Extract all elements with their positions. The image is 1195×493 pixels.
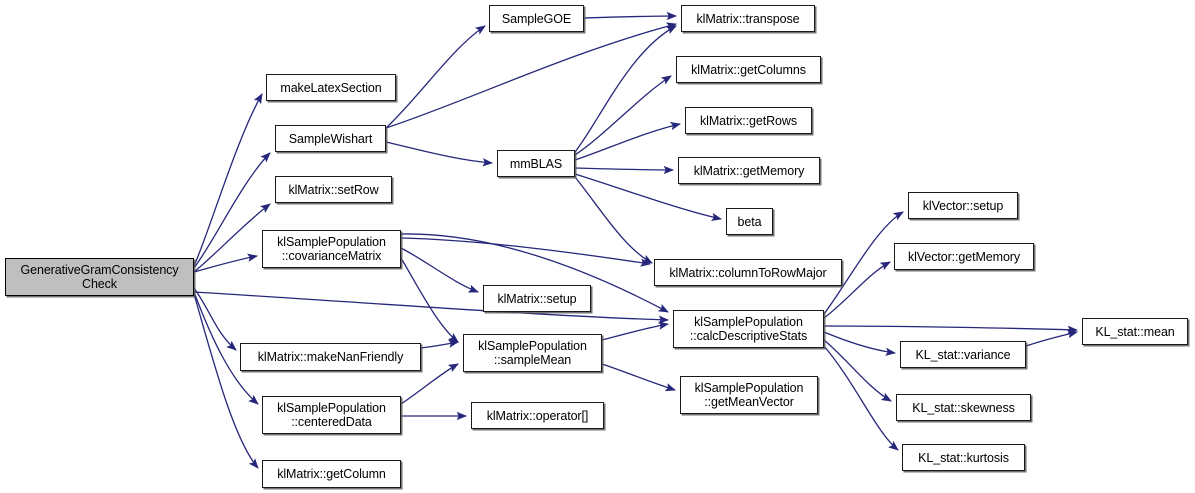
call-edge-calcDescStats-to-kurtosis xyxy=(823,345,899,451)
graph-node-label: klMatrix::setRow xyxy=(288,182,379,197)
graph-node-getMemory[interactable]: klMatrix::getMemory xyxy=(678,157,820,184)
graph-node-skewness[interactable]: KL_stat::skewness xyxy=(896,394,1031,421)
graph-node-label: klSamplePopulation ::covarianceMatrix xyxy=(277,235,386,263)
graph-node-label: klMatrix::operator[] xyxy=(486,408,589,423)
call-edge-mmBLAS-to-columnToRowMajor xyxy=(574,176,653,264)
graph-node-matrixSetup[interactable]: klMatrix::setup xyxy=(483,285,591,312)
graph-node-label: klMatrix::transpose xyxy=(696,11,800,26)
graph-node-beta[interactable]: beta xyxy=(726,208,773,235)
graph-node-label: klSamplePopulation ::centeredData xyxy=(277,401,386,429)
call-edge-sampleMean-to-getMeanVector xyxy=(601,363,676,392)
graph-node-label: mmBLAS xyxy=(509,156,563,171)
graph-node-calcDescStats[interactable]: klSamplePopulation ::calcDescriptiveStat… xyxy=(673,310,824,348)
graph-node-label: klMatrix::getMemory xyxy=(693,163,805,178)
graph-node-sampleMean[interactable]: klSamplePopulation ::sampleMean xyxy=(463,334,602,372)
graph-node-transpose[interactable]: klMatrix::transpose xyxy=(681,5,815,32)
graph-node-getColumns[interactable]: klMatrix::getColumns xyxy=(676,56,821,83)
graph-node-label: klMatrix::getColumns xyxy=(691,62,806,77)
graph-node-label: KL_stat::kurtosis xyxy=(918,450,1009,465)
graph-node-label: makeLatexSection xyxy=(280,80,382,95)
call-edge-makeNanFriendly-to-sampleMean xyxy=(420,339,460,349)
graph-node-getRows[interactable]: klMatrix::getRows xyxy=(685,107,812,134)
graph-node-label: SampleGOE xyxy=(501,11,572,26)
graph-node-operatorIndex[interactable]: klMatrix::operator[] xyxy=(471,402,604,429)
call-edge-sampleMean-to-calcDescStats xyxy=(601,321,670,341)
graph-node-root: GenerativeGramConsistency Check xyxy=(5,258,194,296)
graph-node-variance[interactable]: KL_stat::variance xyxy=(900,341,1026,368)
call-edge-sampleWishart-to-mmBLAS xyxy=(385,141,494,167)
call-edge-calcDescStats-to-vectorGetMemory xyxy=(823,261,891,319)
call-edge-calcDescStats-to-mean xyxy=(823,325,1079,334)
call-edge-mmBLAS-to-beta xyxy=(574,173,723,222)
graph-node-sampleWishart[interactable]: SampleWishart xyxy=(275,125,386,152)
call-edge-covarianceMatrix-to-matrixSetup xyxy=(400,247,479,293)
graph-node-kurtosis[interactable]: KL_stat::kurtosis xyxy=(902,444,1025,471)
call-edge-root-to-getColumn xyxy=(193,293,259,469)
call-edge-root-to-sampleWishart xyxy=(193,152,271,269)
graph-node-label: klSamplePopulation ::sampleMean xyxy=(478,339,587,367)
graph-node-label: klSamplePopulation ::calcDescriptiveStat… xyxy=(689,315,808,343)
call-edge-root-to-makeLatexSection xyxy=(193,93,263,267)
call-edge-root-to-calcDescStats xyxy=(193,291,670,324)
graph-node-label: KL_stat::variance xyxy=(915,347,1011,362)
graph-node-label: klMatrix::columnToRowMajor xyxy=(669,265,827,280)
graph-node-label: beta xyxy=(737,214,762,229)
call-edge-sampleGOE-to-transpose xyxy=(583,11,678,21)
call-edge-covarianceMatrix-to-columnToRowMajor xyxy=(400,237,652,267)
call-edge-mmBLAS-to-getRows xyxy=(574,122,682,161)
call-edge-centeredData-to-sampleMean xyxy=(400,363,459,405)
graph-node-covarianceMatrix[interactable]: klSamplePopulation ::covarianceMatrix xyxy=(262,230,401,268)
graph-node-label: klMatrix::getColumn xyxy=(277,467,386,481)
graph-node-getMeanVector[interactable]: klSamplePopulation ::getMeanVector xyxy=(680,376,818,414)
call-edge-sampleWishart-to-transpose xyxy=(385,22,678,129)
graph-node-mmBLAS[interactable]: mmBLAS xyxy=(497,150,575,177)
call-edge-covarianceMatrix-to-sampleMean xyxy=(400,257,459,343)
call-edge-mmBLAS-to-getMemory xyxy=(574,165,675,175)
graph-node-label: SampleWishart xyxy=(288,131,373,146)
graph-node-setRow[interactable]: klMatrix::setRow xyxy=(275,176,392,203)
graph-node-makeNanFriendly[interactable]: klMatrix::makeNanFriendly xyxy=(240,343,421,371)
call-edge-root-to-covarianceMatrix xyxy=(193,253,259,273)
call-edge-sampleWishart-to-sampleGOE xyxy=(385,25,486,129)
graph-node-label: GenerativeGramConsistency Check xyxy=(20,263,179,291)
graph-node-label: klMatrix::setup xyxy=(497,291,577,306)
graph-node-label: KL_stat::skewness xyxy=(912,400,1015,415)
call-edge-calcDescStats-to-variance xyxy=(823,331,897,356)
graph-node-mean[interactable]: KL_stat::mean xyxy=(1082,318,1188,345)
graph-node-label: klMatrix::makeNanFriendly xyxy=(257,350,404,364)
graph-node-label: klMatrix::getRows xyxy=(700,113,797,128)
graph-node-label: klVector::getMemory xyxy=(907,249,1021,264)
graph-node-makeLatexSection[interactable]: makeLatexSection xyxy=(266,74,396,101)
graph-node-columnToRowMajor[interactable]: klMatrix::columnToRowMajor xyxy=(654,259,842,286)
call-edge-calcDescStats-to-skewness xyxy=(823,339,892,402)
graph-node-getColumn[interactable]: klMatrix::getColumn xyxy=(262,460,401,488)
call-edge-calcDescStats-to-vectorSetup xyxy=(823,211,904,315)
call-edge-root-to-setRow xyxy=(193,203,271,273)
call-edge-mmBLAS-to-getColumns xyxy=(574,75,672,156)
graph-node-label: KL_stat::mean xyxy=(1095,324,1175,339)
call-edge-root-to-centeredData xyxy=(193,291,259,405)
call-edge-variance-to-mean xyxy=(1025,330,1079,347)
graph-node-vectorSetup[interactable]: klVector::setup xyxy=(908,192,1018,219)
graph-node-sampleGOE[interactable]: SampleGOE xyxy=(489,5,584,32)
graph-node-label: klVector::setup xyxy=(922,198,1004,213)
call-edge-mmBLAS-to-transpose xyxy=(574,25,677,153)
graph-node-label: klSamplePopulation ::getMeanVector xyxy=(694,381,804,409)
graph-node-vectorGetMemory[interactable]: klVector::getMemory xyxy=(894,243,1034,270)
call-edge-covarianceMatrix-to-calcDescStats xyxy=(400,233,669,313)
call-edge-root-to-makeNanFriendly xyxy=(193,287,237,351)
graph-node-centeredData[interactable]: klSamplePopulation ::centeredData xyxy=(262,396,401,434)
